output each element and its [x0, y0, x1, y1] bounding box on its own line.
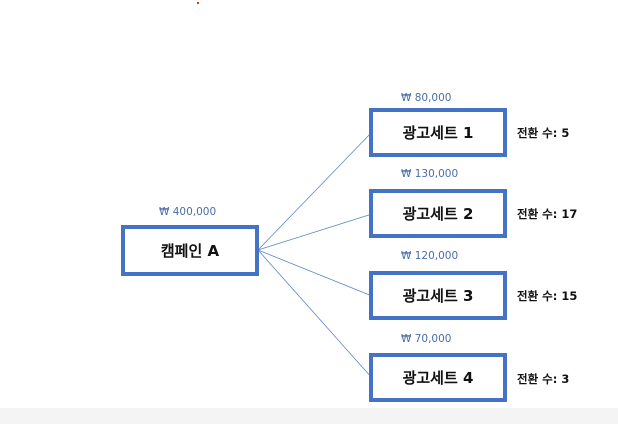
ad-set-2-node: 광고세트 2 — [369, 189, 507, 238]
ad-set-3-conversions: 전환 수: 15 — [517, 289, 578, 303]
connector-line-2 — [257, 213, 373, 251]
stray-mark — [197, 2, 199, 4]
connector-line-1 — [257, 131, 373, 251]
ad-set-2-label: 광고세트 2 — [402, 205, 474, 223]
campaign-node: 캠페인 A — [121, 225, 259, 276]
ad-set-4-conversions: 전환 수: 3 — [517, 372, 570, 386]
ad-set-2-conversions: 전환 수: 17 — [517, 207, 578, 221]
campaign-label: 캠페인 A — [160, 242, 220, 260]
bottom-band — [0, 408, 618, 424]
ad-set-1-node: 광고세트 1 — [369, 108, 507, 157]
ad-set-1-conversions: 전환 수: 5 — [517, 126, 570, 140]
ad-set-3-label: 광고세트 3 — [402, 287, 474, 305]
ad-set-3-budget: ₩ 120,000 — [401, 250, 459, 262]
ad-set-2-budget: ₩ 130,000 — [401, 168, 459, 180]
connector-line-3 — [257, 249, 373, 297]
ad-set-3-node: 광고세트 3 — [369, 271, 507, 320]
ad-set-1-label: 광고세트 1 — [402, 124, 474, 142]
ad-set-4-node: 광고세트 4 — [369, 353, 507, 402]
ad-set-4-label: 광고세트 4 — [402, 369, 474, 387]
campaign-budget: ₩ 400,000 — [159, 206, 217, 218]
ad-set-1-budget: ₩ 80,000 — [401, 92, 452, 104]
connector-line-4 — [257, 249, 373, 379]
ad-set-4-budget: ₩ 70,000 — [401, 333, 452, 345]
